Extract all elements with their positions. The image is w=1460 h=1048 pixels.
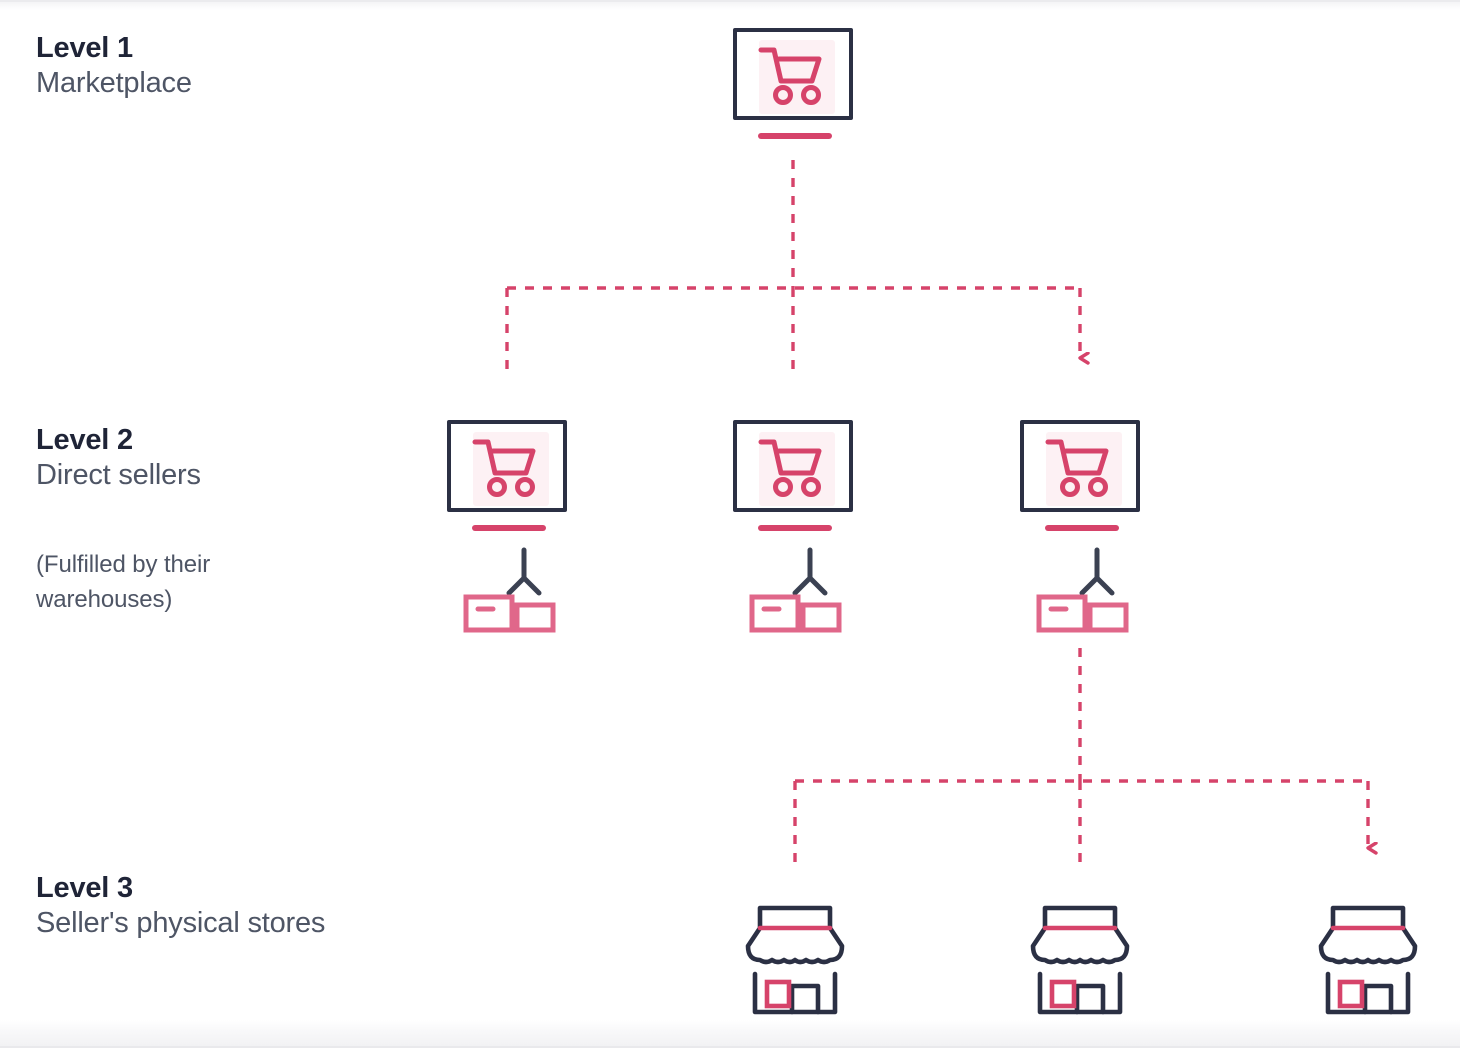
- level-2-warehouse-icon-1[interactable]: [460, 546, 560, 639]
- monitor-stand-bar: [472, 525, 546, 531]
- storefront-awning-icon: [1030, 905, 1130, 1015]
- storefront-awning-icon: [1318, 905, 1418, 1015]
- shopping-cart-icon: [758, 47, 822, 105]
- monitor-frame: [733, 420, 853, 512]
- level-2-warehouse-icon-3[interactable]: [1033, 546, 1133, 639]
- monitor-frame: [733, 28, 853, 120]
- level-3-store-node-1[interactable]: [738, 898, 852, 1021]
- bottom-chrome-band: [0, 1020, 1460, 1048]
- level-2-subtitle: Direct sellers: [36, 459, 201, 492]
- monitor-frame: [447, 420, 567, 512]
- level-3-subtitle: Seller's physical stores: [36, 907, 326, 940]
- level-2-title: Level 2: [36, 424, 133, 456]
- level-3-title: Level 3: [36, 872, 133, 904]
- warehouse-crane-icon: [1036, 547, 1129, 633]
- level-3-label-group: Level 3 Seller's physical stores: [36, 872, 325, 943]
- monitor-stand-bar: [1045, 525, 1119, 531]
- shopping-cart-icon: [1045, 439, 1109, 497]
- level-2-warehouse-icon-2[interactable]: [746, 546, 846, 639]
- level-2-label-group: Level 2 Direct sellers: [36, 424, 201, 495]
- level-2-seller-node-3[interactable]: [1020, 420, 1144, 531]
- level-2-note-wrapper: (Fulfilled by their warehouses): [36, 548, 286, 618]
- level-2-note: (Fulfilled by their warehouses): [36, 551, 211, 613]
- top-chrome-band: [0, 0, 1460, 10]
- level-1-subtitle: Marketplace: [36, 67, 192, 100]
- warehouse-crane-icon: [463, 547, 556, 633]
- level-2-seller-node-1[interactable]: [447, 420, 571, 531]
- shopping-cart-icon: [758, 439, 822, 497]
- level-1-title: Level 1: [36, 32, 133, 64]
- level-1-label-group: Level 1 Marketplace: [36, 32, 192, 103]
- level-2-seller-node-2[interactable]: [733, 420, 857, 531]
- level-1-marketplace-node[interactable]: [733, 28, 857, 139]
- monitor-frame: [1020, 420, 1140, 512]
- warehouse-crane-icon: [749, 547, 842, 633]
- shopping-cart-icon: [472, 439, 536, 497]
- storefront-awning-icon: [745, 905, 845, 1015]
- level-3-store-node-2[interactable]: [1023, 898, 1137, 1021]
- connector-level2-to-level3: [793, 648, 1368, 866]
- level-3-store-node-3[interactable]: [1311, 898, 1425, 1021]
- monitor-stand-bar: [758, 133, 832, 139]
- connector-level1-to-level2: [505, 160, 1080, 375]
- monitor-stand-bar: [758, 525, 832, 531]
